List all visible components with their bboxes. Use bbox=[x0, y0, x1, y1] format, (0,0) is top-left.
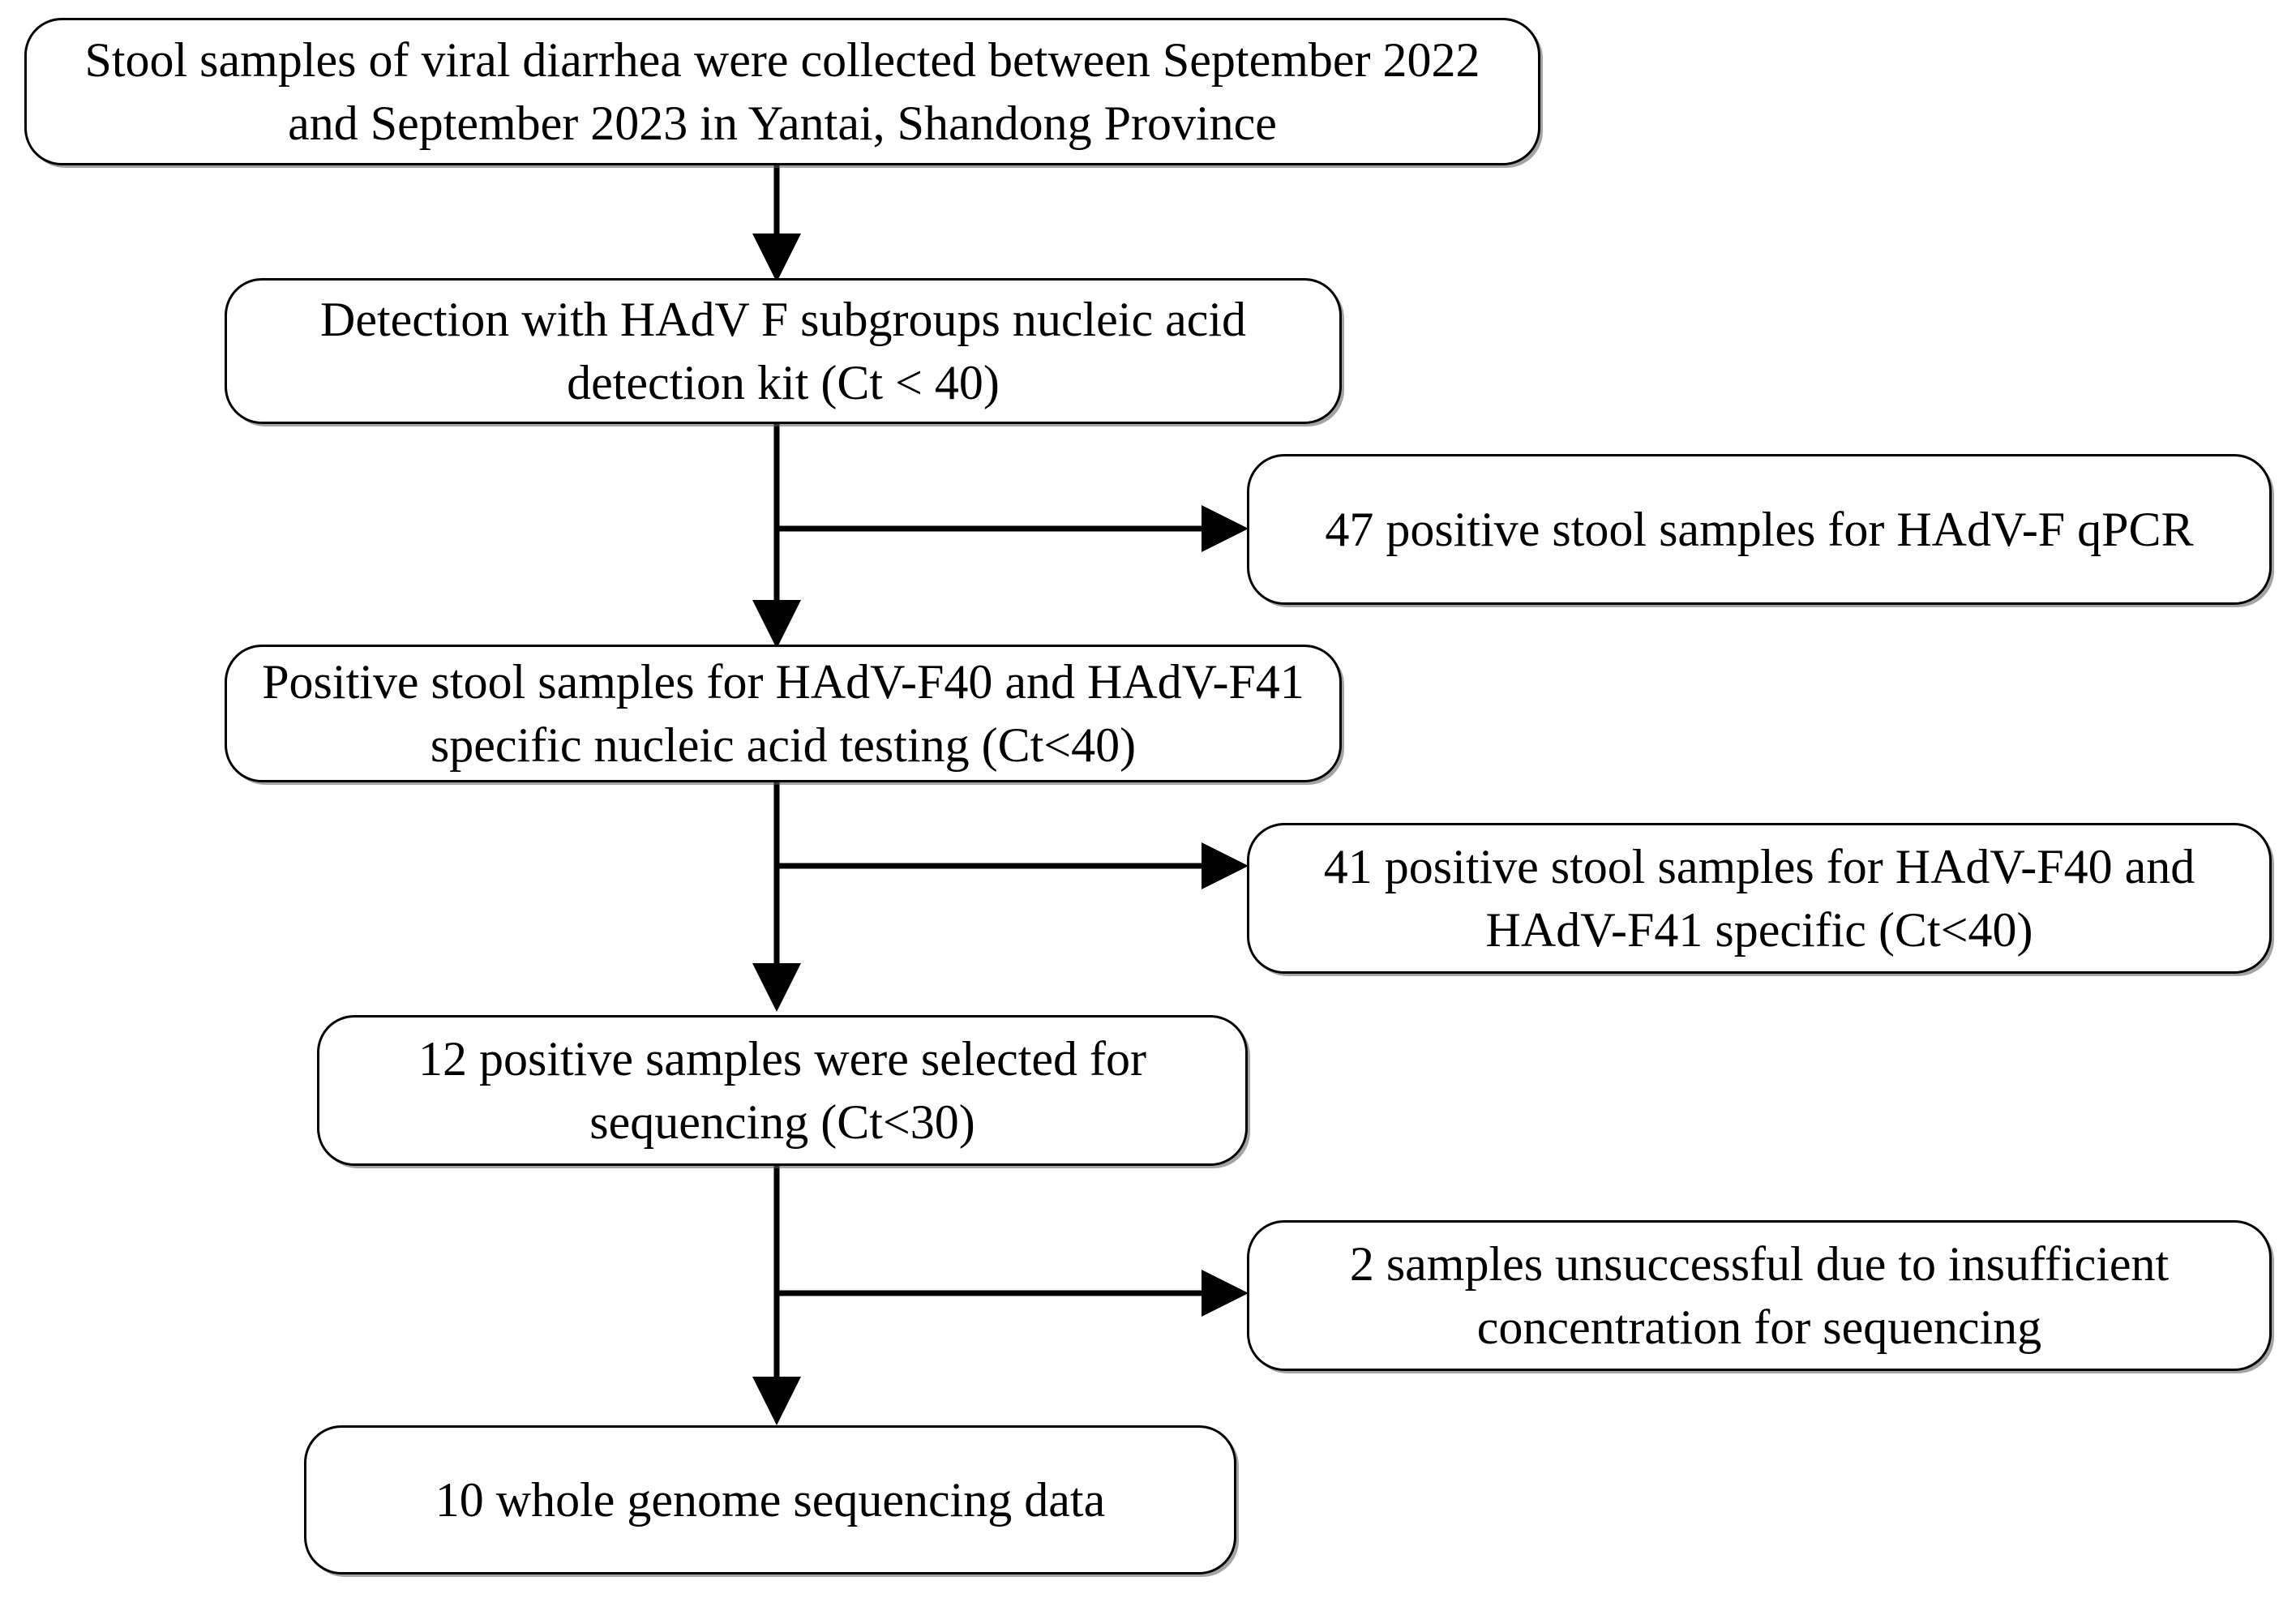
edge-testing-to-selected-sequencing bbox=[752, 780, 801, 1012]
edge-testing-to-f40-f41-positive bbox=[777, 842, 1249, 889]
node-detection-kit-label: Detection with HAdV F subgroups nucleic … bbox=[319, 293, 1247, 409]
node-selected-for-sequencing[interactable]: 12 positive samples were selected for se… bbox=[317, 1015, 1248, 1166]
node-f40-f41-positive-label: 41 positive stool samples for HAdV-F40 a… bbox=[1323, 840, 2195, 957]
node-qpcr-positive-label: 47 positive stool samples for HAdV-F qPC… bbox=[1325, 503, 2194, 556]
edge-selected-to-genome-data bbox=[752, 1166, 801, 1425]
node-detection-kit[interactable]: Detection with HAdV F subgroups nucleic … bbox=[225, 278, 1342, 424]
node-f40-f41-positive[interactable]: 41 positive stool samples for HAdV-F40 a… bbox=[1247, 823, 2272, 974]
edge-selected-to-unsuccessful bbox=[777, 1270, 1249, 1317]
node-unsuccessful-samples-label: 2 samples unsuccessful due to insufficie… bbox=[1349, 1237, 2170, 1354]
node-f40-f41-testing-label: Positive stool samples for HAdV-F40 and … bbox=[262, 655, 1304, 772]
edge-collection-to-detection bbox=[752, 165, 801, 282]
node-selected-for-sequencing-label: 12 positive samples were selected for se… bbox=[418, 1032, 1147, 1149]
node-collection-label: Stool samples of viral diarrhea were col… bbox=[84, 33, 1480, 150]
node-f40-f41-testing[interactable]: Positive stool samples for HAdV-F40 and … bbox=[225, 645, 1342, 782]
node-collection[interactable]: Stool samples of viral diarrhea were col… bbox=[24, 18, 1540, 165]
edge-detection-to-qpcr-positive bbox=[777, 505, 1249, 552]
node-genome-data[interactable]: 10 whole genome sequencing data bbox=[304, 1425, 1236, 1574]
edge-detection-to-f40-f41-testing bbox=[752, 423, 801, 649]
node-unsuccessful-samples[interactable]: 2 samples unsuccessful due to insufficie… bbox=[1247, 1220, 2272, 1371]
node-genome-data-label: 10 whole genome sequencing data bbox=[435, 1473, 1106, 1527]
node-qpcr-positive[interactable]: 47 positive stool samples for HAdV-F qPC… bbox=[1247, 454, 2272, 605]
